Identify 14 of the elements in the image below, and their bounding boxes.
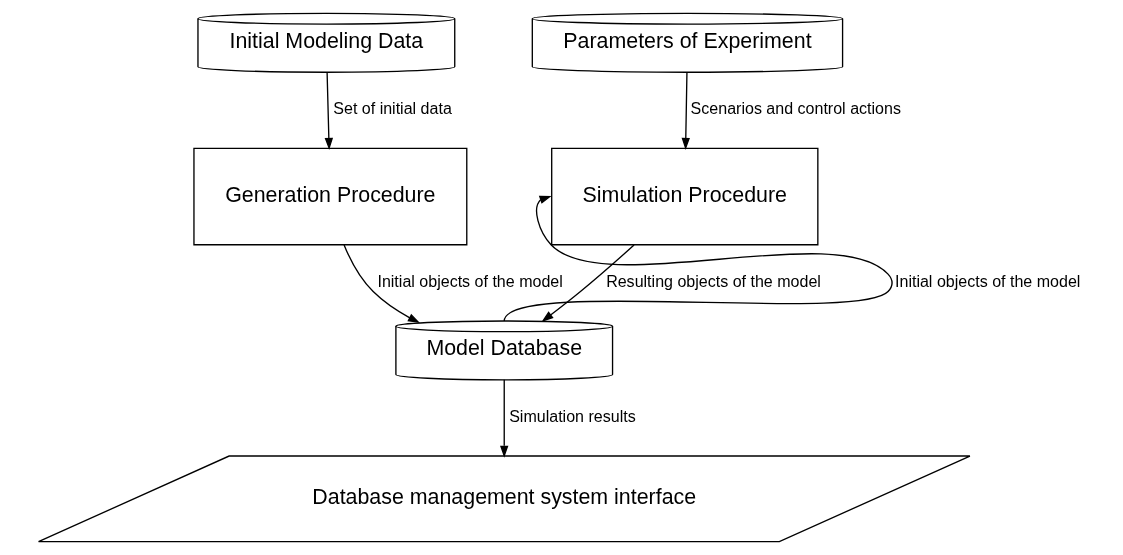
arrow	[500, 379, 509, 458]
arrow	[324, 71, 334, 150]
edge-label: Initial objects of the model	[895, 272, 1081, 290]
node-box: Simulation Procedure	[551, 147, 819, 246]
edge-label: Initial objects of the model	[377, 272, 563, 290]
edge-label: Scenarios and control actions	[690, 99, 901, 118]
edge-label: Resulting objects of the model	[606, 272, 821, 290]
edge-label: Set of initial data	[333, 99, 452, 118]
arrow	[503, 195, 893, 322]
arrow	[681, 71, 690, 150]
arrow	[343, 244, 420, 323]
node-box: Generation Procedure	[193, 147, 468, 246]
edge-label: Simulation results	[509, 407, 636, 426]
arrow	[541, 244, 635, 322]
